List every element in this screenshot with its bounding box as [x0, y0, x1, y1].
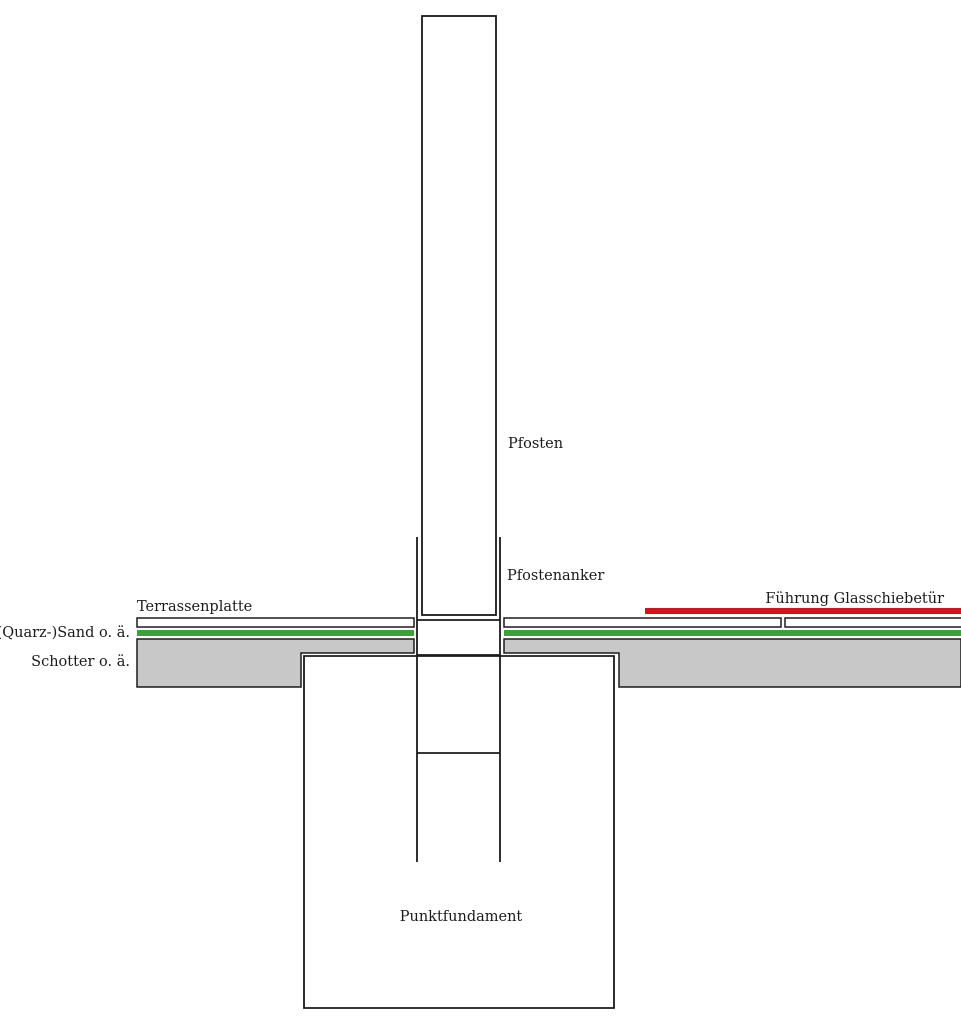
- sand-layer-right: [504, 630, 961, 636]
- point-foundation: [303, 655, 615, 1009]
- glass-door-guide-rail: [645, 608, 961, 614]
- label-glass-door-guide: Führung Glasschiebetür: [765, 591, 944, 607]
- gravel-layer-right: [503, 638, 961, 688]
- gravel-layer: [136, 638, 415, 688]
- sand-layer-left: [137, 630, 414, 636]
- terrace-slab-right-1: [503, 617, 782, 628]
- post: [421, 15, 497, 616]
- terrace-slab-left: [136, 617, 415, 628]
- label-point-foundation: Punktfundament: [400, 909, 523, 925]
- label-terrace-slab: Terrassenplatte: [137, 599, 252, 615]
- label-post: Pfosten: [508, 436, 563, 452]
- terrace-slab-right-2: [784, 617, 961, 628]
- post-anchor: [416, 537, 501, 862]
- label-gravel-layer: Schotter o. ä.: [31, 654, 130, 670]
- label-post-anchor: Pfostenanker: [507, 568, 604, 584]
- label-sand-layer: (Quarz-)Sand o. ä.: [0, 625, 130, 641]
